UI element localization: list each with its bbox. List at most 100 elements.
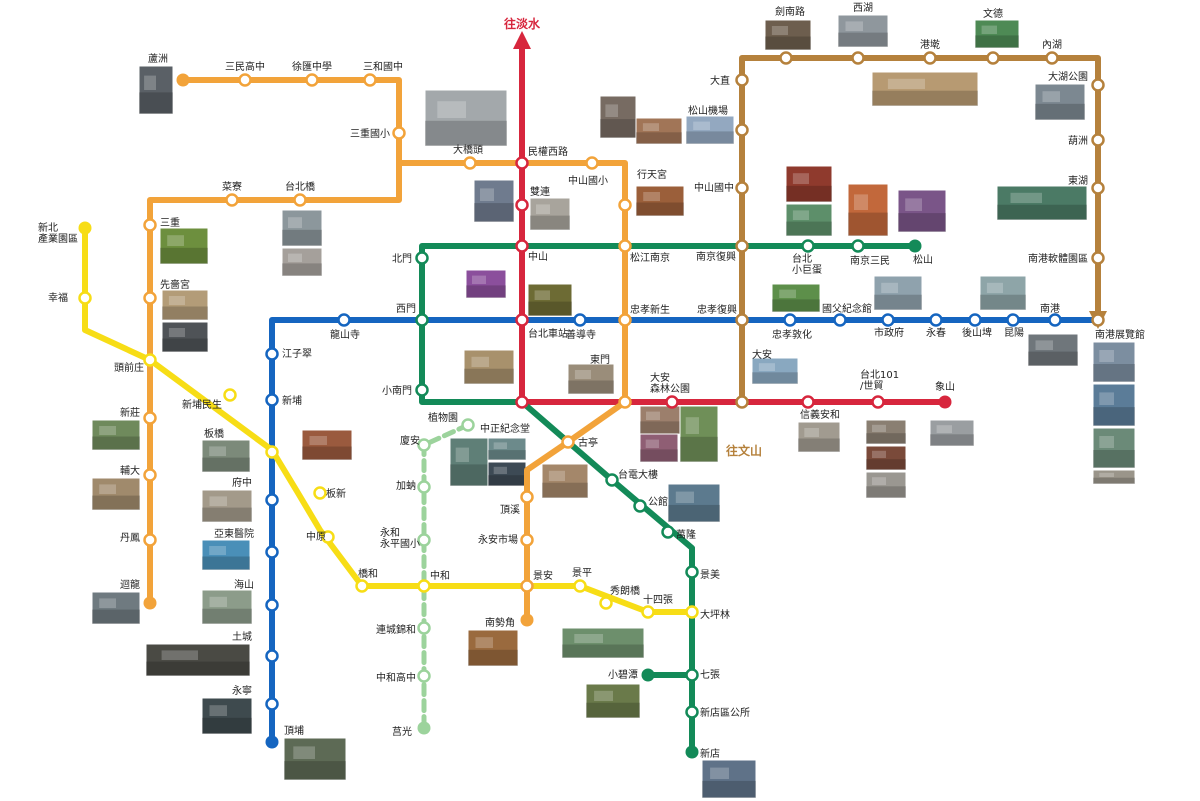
station-marker[interactable]	[265, 445, 279, 459]
station-marker[interactable]	[417, 579, 431, 593]
station-marker[interactable]	[355, 579, 369, 593]
station-marker[interactable]	[1045, 51, 1059, 65]
station-marker[interactable]	[515, 239, 529, 253]
station-marker[interactable]	[641, 668, 655, 682]
station-marker[interactable]	[661, 525, 675, 539]
station-marker[interactable]	[633, 499, 647, 513]
station-marker[interactable]	[929, 313, 943, 327]
station-marker[interactable]	[337, 313, 351, 327]
station-marker[interactable]	[986, 51, 1000, 65]
station-marker[interactable]	[618, 198, 632, 212]
station-marker[interactable]	[143, 596, 157, 610]
station-marker[interactable]	[573, 313, 587, 327]
station-marker[interactable]	[685, 565, 699, 579]
station-marker[interactable]	[225, 193, 239, 207]
station-marker[interactable]	[520, 613, 534, 627]
station-marker[interactable]	[313, 486, 327, 500]
station-marker[interactable]	[735, 395, 749, 409]
station-marker[interactable]	[176, 73, 190, 87]
station-marker[interactable]	[618, 313, 632, 327]
station-marker[interactable]	[321, 530, 335, 544]
station-marker[interactable]	[417, 669, 431, 683]
station-marker[interactable]	[1048, 313, 1062, 327]
station-marker[interactable]	[265, 393, 279, 407]
station-marker[interactable]	[618, 395, 632, 409]
station-marker[interactable]	[881, 313, 895, 327]
station-marker[interactable]	[515, 156, 529, 170]
station-marker[interactable]	[968, 313, 982, 327]
station-marker[interactable]	[801, 239, 815, 253]
station-marker[interactable]	[735, 313, 749, 327]
station-marker[interactable]	[1091, 251, 1105, 265]
station-marker[interactable]	[143, 468, 157, 482]
station-marker[interactable]	[417, 533, 431, 547]
station-marker[interactable]	[685, 705, 699, 719]
station-marker[interactable]	[665, 395, 679, 409]
station-marker[interactable]	[223, 388, 237, 402]
station-marker[interactable]	[871, 395, 885, 409]
station-marker[interactable]	[833, 313, 847, 327]
station-marker[interactable]	[685, 668, 699, 682]
station-marker[interactable]	[515, 198, 529, 212]
station-marker[interactable]	[265, 735, 279, 749]
station-marker[interactable]	[515, 313, 529, 327]
station-marker[interactable]	[735, 181, 749, 195]
station-marker[interactable]	[1091, 78, 1105, 92]
station-marker[interactable]	[265, 649, 279, 663]
station-marker[interactable]	[851, 51, 865, 65]
station-marker[interactable]	[143, 218, 157, 232]
station-marker[interactable]	[520, 579, 534, 593]
station-marker[interactable]	[78, 221, 92, 235]
station-marker[interactable]	[801, 395, 815, 409]
station-marker[interactable]	[265, 347, 279, 361]
station-marker[interactable]	[305, 73, 319, 87]
station-marker[interactable]	[923, 51, 937, 65]
station-marker[interactable]	[1091, 181, 1105, 195]
station-marker[interactable]	[908, 239, 922, 253]
station-marker[interactable]	[585, 156, 599, 170]
station-marker[interactable]	[605, 473, 619, 487]
station-marker[interactable]	[415, 313, 429, 327]
station-marker[interactable]	[779, 51, 793, 65]
station-marker[interactable]	[417, 438, 431, 452]
station-marker[interactable]	[851, 239, 865, 253]
station-marker[interactable]	[417, 480, 431, 494]
station-marker[interactable]	[415, 251, 429, 265]
station-marker[interactable]	[265, 697, 279, 711]
station-marker[interactable]	[561, 435, 575, 449]
station-marker[interactable]	[1091, 313, 1105, 327]
station-marker[interactable]	[685, 605, 699, 619]
station-marker[interactable]	[265, 598, 279, 612]
station-marker[interactable]	[417, 621, 431, 635]
station-marker[interactable]	[520, 490, 534, 504]
station-marker[interactable]	[735, 239, 749, 253]
station-marker[interactable]	[735, 73, 749, 87]
station-marker[interactable]	[238, 73, 252, 87]
station-marker[interactable]	[938, 395, 952, 409]
station-marker[interactable]	[265, 545, 279, 559]
station-marker[interactable]	[463, 156, 477, 170]
station-marker[interactable]	[143, 411, 157, 425]
station-marker[interactable]	[783, 313, 797, 327]
station-marker[interactable]	[1091, 133, 1105, 147]
station-marker[interactable]	[392, 126, 406, 140]
station-marker[interactable]	[143, 533, 157, 547]
station-marker[interactable]	[461, 418, 475, 432]
station-marker[interactable]	[685, 745, 699, 759]
station-marker[interactable]	[618, 239, 632, 253]
station-marker[interactable]	[265, 493, 279, 507]
station-marker[interactable]	[515, 395, 529, 409]
station-marker[interactable]	[520, 533, 534, 547]
station-marker[interactable]	[735, 123, 749, 137]
station-marker[interactable]	[641, 605, 655, 619]
station-marker[interactable]	[293, 193, 307, 207]
station-marker[interactable]	[415, 383, 429, 397]
station-marker[interactable]	[573, 579, 587, 593]
station-marker[interactable]	[363, 73, 377, 87]
station-marker[interactable]	[417, 721, 431, 735]
station-marker[interactable]	[1006, 313, 1020, 327]
station-marker[interactable]	[78, 291, 92, 305]
station-marker[interactable]	[143, 291, 157, 305]
station-marker[interactable]	[599, 596, 613, 610]
station-marker[interactable]	[143, 353, 157, 367]
